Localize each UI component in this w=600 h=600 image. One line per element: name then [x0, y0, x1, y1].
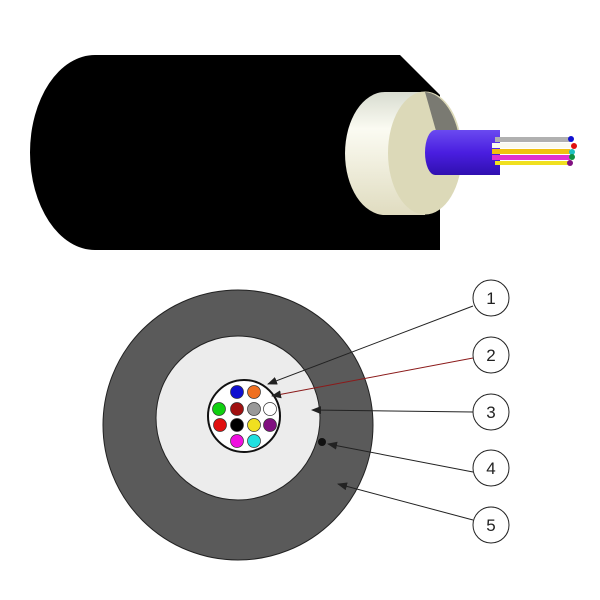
leader-line-5 — [337, 482, 474, 521]
fibers — [212, 385, 277, 448]
leader-line-3 — [311, 406, 474, 415]
fiber-11 — [230, 434, 244, 448]
fiber-1 — [230, 385, 244, 399]
fiber-12 — [247, 434, 261, 448]
fiber-4 — [230, 402, 244, 416]
callout-label-2: 2 — [486, 346, 495, 365]
cable-3d-view — [29, 55, 577, 250]
callout-label-3: 3 — [486, 403, 495, 422]
callout-label-4: 4 — [486, 459, 495, 478]
fiber-5 — [247, 402, 261, 416]
leader-line-4 — [327, 441, 474, 473]
fiber-2 — [247, 385, 261, 399]
buffer-tube — [425, 130, 500, 175]
callout-circle-5 — [472, 506, 510, 544]
callout-circle-1 — [472, 279, 510, 317]
fiber-6 — [263, 402, 277, 416]
fiber-8 — [230, 418, 244, 432]
ripcord — [318, 438, 326, 446]
leader-line-2 — [271, 357, 474, 399]
fiber-bundle — [492, 136, 577, 166]
outer-jacket — [29, 55, 440, 250]
fiber-7 — [213, 418, 227, 432]
callout-labels: 1 2 3 4 5 — [472, 279, 510, 544]
fiber-9 — [247, 418, 261, 432]
callout-label-5: 5 — [486, 516, 495, 535]
fiber-3 — [212, 402, 226, 416]
callout-label-1: 1 — [486, 289, 495, 308]
callout-lines — [267, 305, 474, 521]
callout-circle-4 — [472, 449, 510, 487]
cable-cross-section — [102, 289, 374, 561]
loose-tube — [207, 379, 281, 453]
callout-circle-3 — [472, 393, 510, 431]
leader-line-1 — [267, 305, 474, 385]
callout-circle-2 — [472, 336, 510, 374]
fiber-10 — [263, 418, 277, 432]
